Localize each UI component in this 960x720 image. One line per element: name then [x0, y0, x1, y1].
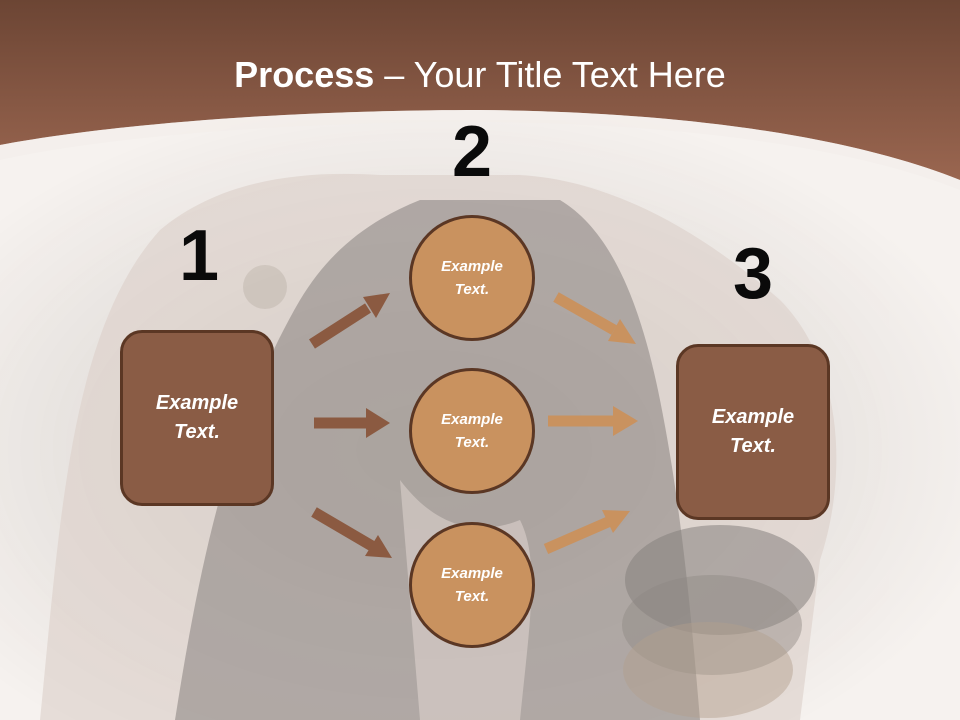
step-number-1: 1 [178, 216, 220, 296]
circle-label-line1: Example [441, 411, 503, 428]
slide-title: Process – Your Title Text Here [0, 50, 960, 100]
title-bold: Process [234, 54, 375, 95]
process-box-end: Example Text. [676, 344, 830, 520]
box-label-line1: Example [155, 392, 239, 414]
header-curve-highlight [0, 110, 960, 190]
process-circle-bottom: Example Text. [409, 522, 535, 648]
header-band [0, 0, 960, 180]
box-label-line2: Text. [174, 421, 220, 443]
step-number-2: 2 [451, 112, 493, 192]
step-number-3: 3 [732, 234, 774, 314]
arrow-box1-to-circle3 [311, 507, 392, 558]
circle-label-line1: Example [441, 565, 503, 582]
circle-label-line2: Text. [454, 434, 490, 451]
arrow-box1-to-circle2 [314, 408, 390, 438]
box-label-line2: Text. [730, 435, 776, 457]
arrow-circle1-to-box2 [553, 292, 636, 344]
circle-label-line2: Text. [454, 281, 490, 298]
arrow-circle2-to-box2 [548, 406, 638, 436]
arrow-circle3-to-box2 [543, 510, 630, 555]
process-circle-top: Example Text. [409, 215, 535, 341]
process-box-start: Example Text. [120, 330, 274, 506]
title-rest: – Your Title Text Here [374, 54, 726, 95]
circle-label-line1: Example [441, 258, 503, 275]
circle-label-line2: Text. [454, 588, 490, 605]
process-circle-middle: Example Text. [409, 368, 535, 494]
box-label-line1: Example [711, 406, 795, 428]
arrow-box1-to-circle1 [309, 293, 390, 349]
